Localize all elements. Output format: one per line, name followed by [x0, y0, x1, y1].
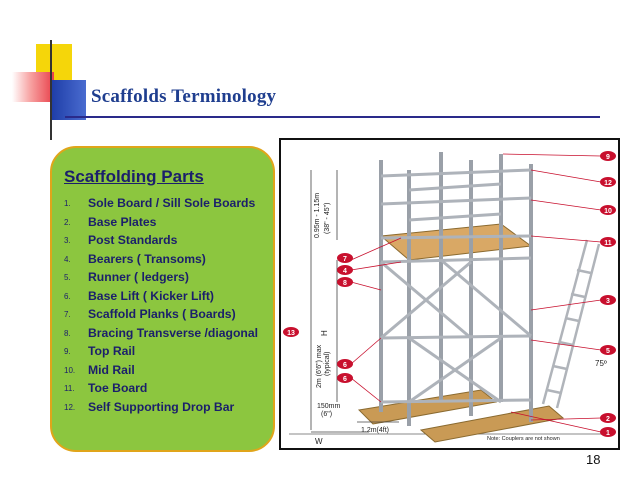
callout-badge: 6: [337, 359, 353, 369]
callout-badge: 3: [600, 295, 616, 305]
callout-badge: 4: [337, 265, 353, 275]
diagonal-bracing: [380, 258, 532, 404]
dim-base-in-label: (6"): [321, 411, 332, 418]
callout-badge: 11: [600, 237, 616, 247]
callout-badge: 8: [337, 277, 353, 287]
list-item: 6. Base Lift ( Kicker Lift): [64, 287, 269, 306]
callout-leaders: [350, 153, 602, 433]
parts-list: 1. Sole Board / Sill Sole Boards 2. Base P…: [64, 194, 269, 416]
callout-badge: 13: [283, 327, 299, 337]
page-number: 18: [586, 452, 601, 467]
platform-planks: [379, 223, 533, 261]
list-number: 3.: [64, 236, 71, 245]
list-number: 9.: [64, 347, 71, 356]
list-item: 9. Top Rail: [64, 342, 269, 361]
dim-lift-typ-label: (typical): [324, 351, 331, 376]
page-title: Scaffolds Terminology: [91, 86, 277, 107]
svg-text:5: 5: [606, 348, 610, 355]
callout-badge: 9: [600, 151, 616, 161]
list-label: Sole Board / Sill Sole Boards: [88, 196, 256, 210]
deco-blue-square: [52, 80, 86, 120]
post-standards: [379, 152, 533, 426]
svg-text:13: 13: [287, 330, 295, 337]
list-number: 11.: [64, 384, 75, 393]
list-label: Bracing Transverse /diagonal: [88, 325, 259, 340]
svg-text:6: 6: [343, 376, 347, 383]
title-underline: [65, 116, 600, 118]
list-number: 4.: [64, 254, 71, 264]
list-label: Self Supporting Drop Bar: [88, 399, 235, 414]
ladder: [541, 239, 601, 409]
list-number: 1.: [64, 199, 71, 208]
list-item: 7. Scaffold Planks ( Boards): [64, 305, 269, 324]
list-item: 11. Toe Board: [64, 379, 269, 398]
svg-text:8: 8: [343, 280, 347, 287]
list-number: 8.: [64, 328, 71, 338]
callout-badge: 6: [337, 373, 353, 383]
angle-label: 75º: [595, 359, 607, 368]
dim-w-label: W: [315, 437, 323, 446]
dimension-lines: [310, 170, 399, 433]
svg-text:2: 2: [606, 416, 610, 423]
list-label: Top Rail: [88, 344, 136, 358]
scaffold-diagram: 0.95m - 1.15m (38" - 45") H 2m (6'6") ma…: [279, 138, 620, 450]
parts-heading: Scaffolding Parts: [64, 167, 204, 186]
svg-text:11: 11: [604, 240, 612, 247]
list-label: Runner ( ledgers): [88, 270, 189, 284]
dim-top-label: 0.95m - 1.15m: [314, 193, 321, 238]
list-item: 1. Sole Board / Sill Sole Boards: [64, 194, 269, 213]
list-item: 10. Mid Rail: [64, 361, 269, 380]
list-label: Bearers ( Transoms): [88, 251, 206, 266]
svg-text:7: 7: [343, 256, 347, 263]
deco-red-square: [12, 72, 54, 102]
sole-board-right: [419, 405, 565, 443]
svg-text:9: 9: [606, 154, 610, 161]
dim-h-label: H: [320, 330, 329, 336]
list-item: 2. Base Plates: [64, 213, 269, 232]
list-item: 5. Runner ( ledgers): [64, 268, 269, 287]
dim-base-label: 150mm: [317, 403, 341, 410]
callout-badge: 1: [600, 427, 616, 437]
svg-text:12: 12: [604, 180, 612, 187]
parts-panel: [50, 146, 275, 452]
callout-badge: 2: [600, 413, 616, 423]
list-item: 12. Self Supporting Drop Bar: [64, 398, 269, 417]
list-label: Base Lift ( Kicker Lift): [88, 288, 214, 303]
list-label: Scaffold Planks ( Boards): [88, 307, 236, 321]
list-item: 4. Bearers ( Transoms): [64, 250, 269, 269]
svg-text:10: 10: [604, 208, 612, 215]
diagram-note: Note: Couplers are not shown: [487, 436, 560, 442]
list-item: 3. Post Standards: [64, 231, 269, 250]
svg-text:1: 1: [606, 430, 610, 437]
list-number: 12.: [64, 402, 76, 412]
list-number: 5.: [64, 273, 71, 282]
list-item: 8. Bracing Transverse /diagonal: [64, 324, 269, 343]
deco-vertical-line: [50, 40, 52, 140]
list-label: Base Plates: [88, 214, 157, 229]
list-label: Toe Board: [88, 381, 148, 395]
svg-text:6: 6: [343, 362, 347, 369]
list-number: 10.: [64, 365, 76, 375]
dim-lift-label: 2m (6'6") max: [316, 344, 323, 388]
list-label: Mid Rail: [88, 362, 135, 377]
callout-badge: 10: [600, 205, 616, 215]
callout-badge: 5: [600, 345, 616, 355]
ledgers-and-rails: [380, 168, 532, 404]
svg-text:3: 3: [606, 298, 610, 305]
callout-badge: 12: [600, 177, 616, 187]
dim-top-ft-label: (38" - 45"): [324, 203, 331, 234]
list-number: 2.: [64, 217, 71, 227]
scaffold-illustration: 0.95m - 1.15m (38" - 45") H 2m (6'6") ma…: [283, 151, 616, 446]
list-number: 7.: [64, 310, 71, 319]
dim-w-value-label: 1.2m(4ft): [361, 427, 389, 434]
list-number: 6.: [64, 291, 71, 301]
list-label: Post Standards: [88, 233, 178, 247]
callout-badge: 7: [337, 253, 353, 263]
svg-text:4: 4: [343, 268, 347, 275]
